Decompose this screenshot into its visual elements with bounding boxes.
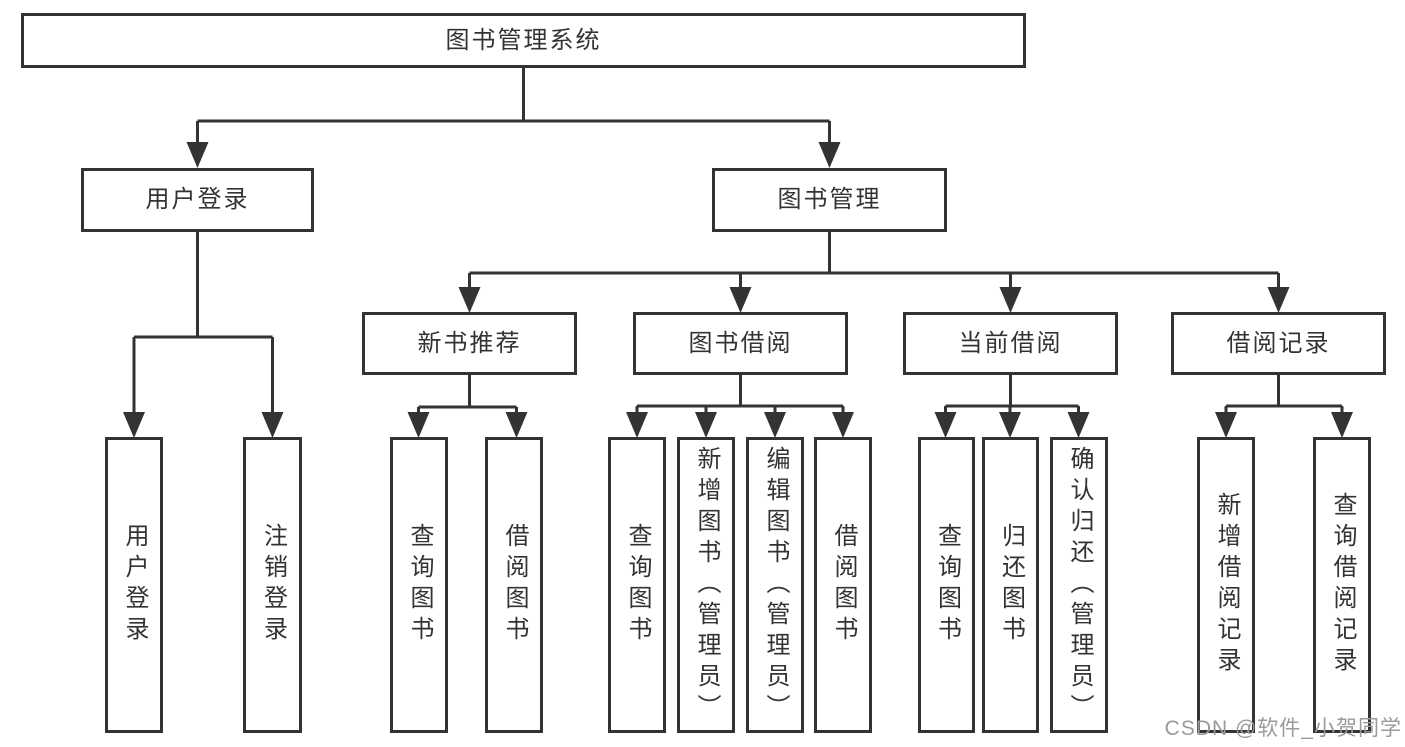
node-label: 图书管理系统 [445,26,602,54]
leaf-logout: 注销登录 [243,437,302,733]
leaf-user-login: 用户登录 [105,437,163,733]
leaf-query-books-recommend: 查询图书 [390,437,448,733]
node-label: 用户登录 [145,186,250,213]
node-label: 编辑图书（管理员） [762,445,789,725]
leaf-query-books-current: 查询图书 [918,437,975,733]
node-user-login: 用户登录 [81,168,314,232]
node-label: 注销登录 [259,523,287,647]
node-current-borrow: 当前借阅 [903,312,1118,375]
node-new-book-recommend: 新书推荐 [362,312,577,375]
leaf-confirm-return-admin: 确认归还（管理员） [1050,437,1108,733]
node-label: 查询借阅记录 [1329,492,1356,678]
node-label: 新增图书（管理员） [693,445,720,725]
node-label: 查询图书 [933,523,961,647]
leaf-add-borrow-record: 新增借阅记录 [1197,437,1255,733]
node-book-management: 图书管理 [712,168,947,232]
leaf-query-books-borrow: 查询图书 [608,437,666,733]
leaf-edit-book-admin: 编辑图书（管理员） [746,437,804,733]
node-book-borrow: 图书借阅 [633,312,848,375]
node-label: 图书管理 [777,186,882,213]
node-borrow-records: 借阅记录 [1171,312,1386,375]
leaf-borrow-books-recommend: 借阅图书 [485,437,543,733]
csdn-watermark: CSDN @软件_小贺同学 [1164,717,1402,740]
leaf-return-book: 归还图书 [982,437,1039,733]
node-label: 借阅图书 [501,523,528,647]
node-label: 当前借阅 [958,329,1063,357]
leaf-borrow-books: 借阅图书 [814,437,872,733]
node-label: 借阅记录 [1226,329,1331,357]
node-label: 新增借阅记录 [1213,492,1240,678]
node-label: 图书借阅 [688,329,793,357]
node-label: 用户登录 [121,523,148,647]
node-label: 查询图书 [406,523,433,647]
node-label: 查询图书 [624,523,651,647]
node-root-system: 图书管理系统 [21,13,1026,68]
node-label: 新书推荐 [417,329,522,357]
node-label: 借阅图书 [830,523,857,647]
node-label: 确认归还（管理员） [1066,445,1093,725]
leaf-add-book-admin: 新增图书（管理员） [677,437,735,733]
leaf-query-borrow-record: 查询借阅记录 [1313,437,1371,733]
node-label: 归还图书 [997,523,1025,647]
